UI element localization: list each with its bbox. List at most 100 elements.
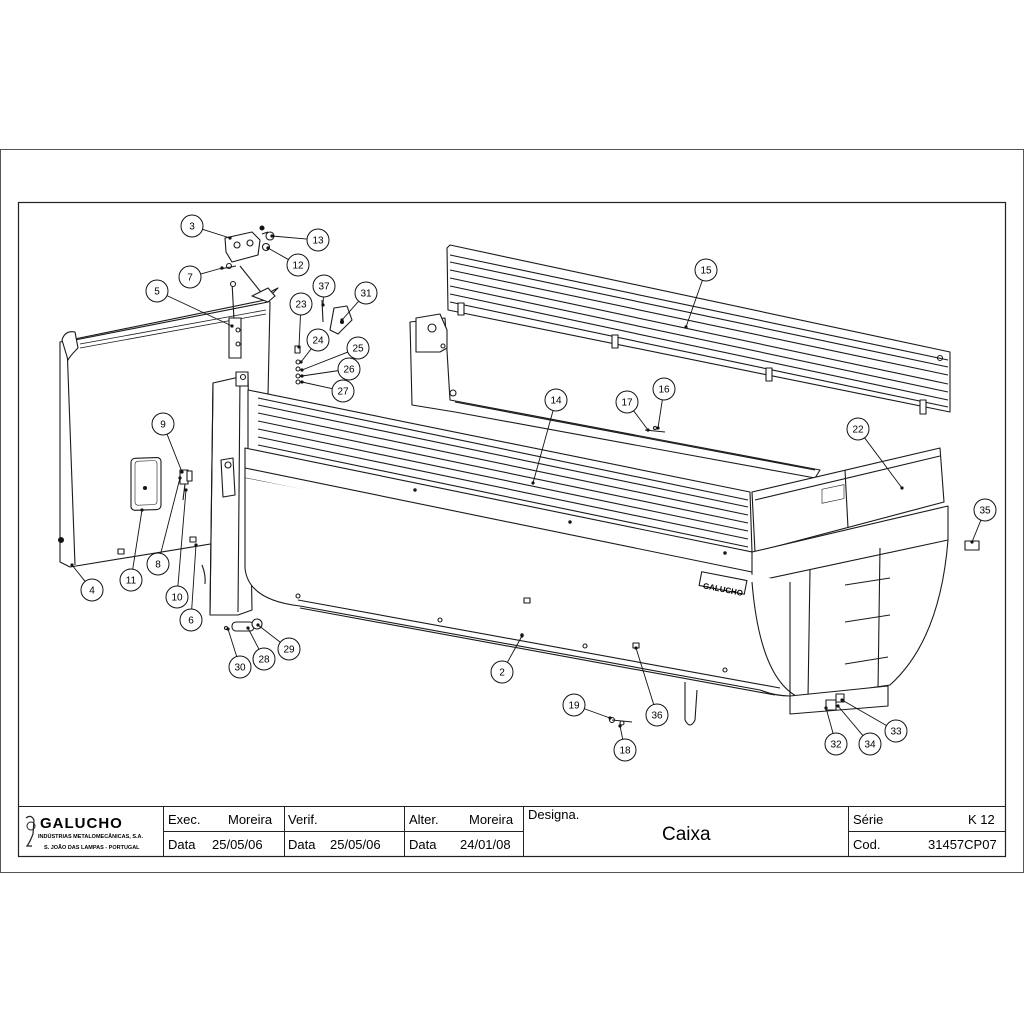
callout-25: 25 [300,336,370,372]
exec-label: Exec. [168,812,201,827]
callout-3: 3 [180,214,232,240]
callout-4: 4 [70,563,104,602]
callout-number: 11 [126,576,137,587]
serie-value: K 12 [968,812,995,827]
callout-leader [864,437,903,489]
callout-leader-dot [140,508,144,512]
callout-leader-dot [824,706,828,710]
callout-leader-dot [634,646,638,650]
callout-leader [635,647,655,705]
callout-number: 26 [343,365,355,376]
callout-leader [532,410,554,484]
callout-number: 22 [852,425,864,436]
callout-leader [298,314,301,348]
callout-18: 18 [613,724,637,762]
callout-bubble [286,253,310,277]
verif-date: 25/05/06 [330,837,381,852]
callout-bubble [252,647,276,671]
callout-leader [71,564,86,582]
callout-bubble [331,379,355,403]
rooster-logo-icon [25,815,35,847]
exec-value: Moreira [228,812,273,827]
callout-leader-dot [300,380,304,384]
callout-number: 8 [155,560,161,571]
callout-number: 28 [258,655,270,666]
callout-15: 15 [684,258,718,329]
callout-8: 8 [146,476,182,576]
callout-23: 23 [289,292,313,349]
callout-leader [685,280,703,328]
callout-leader-dot [184,488,188,492]
callout-7: 7 [178,265,224,289]
callout-bubble [80,578,104,602]
callout-number: 6 [188,616,194,627]
callout-bubble [180,214,204,238]
designation-value: Caixa [662,824,711,845]
callout-28: 28 [246,626,276,671]
callout-bubble [306,228,330,252]
callout-leader-dot [531,481,535,485]
callout-bubble [145,279,169,303]
callout-6: 6 [179,543,203,632]
callout-bubble [119,568,143,592]
callout-leader [166,295,233,327]
callout-leader [301,351,348,371]
callout-bubble [337,357,361,381]
callout-10: 10 [165,488,189,609]
exec-date: 25/05/06 [212,837,263,852]
callout-27: 27 [300,379,355,403]
callout-number: 7 [187,273,193,284]
callout-leader-dot [608,716,612,720]
callout-number: 18 [619,746,631,757]
callout-bubble [312,274,336,298]
callout-11: 11 [119,508,144,592]
callout-leader-dot [836,704,840,708]
callout-bubble [490,660,514,684]
callout-leader [257,624,281,643]
callout-number: 2 [499,668,505,679]
callout-24: 24 [299,328,330,364]
callout-leader-dot [256,623,260,627]
callout-leader-dot [840,698,844,702]
callout-37: 37 [312,274,336,307]
callout-leader [267,247,289,260]
callout-leader-dot [900,486,904,490]
front-wall [201,371,258,616]
callout-number: 36 [651,711,663,722]
callout-19: 19 [562,693,612,720]
callout-number: 3 [189,222,195,233]
company-subtitle: INDÚSTRIAS METALOMECÂNICAS, S.A. [38,833,143,840]
callout-leader-dot [270,234,274,238]
callout-bubble [858,732,882,756]
alter-value: Moreira [469,812,514,827]
exploded-view [57,225,980,726]
callout-bubble [562,693,586,717]
verif-label: Verif. [288,812,318,827]
callout-leader-dot [970,540,974,544]
callout-leader [506,635,523,663]
callout-34: 34 [836,704,882,756]
callout-2: 2 [490,634,524,684]
callout-leader-dot [70,563,74,567]
logo-mark [26,821,36,831]
callout-leader-dot [194,543,198,547]
callout-leader-dot [226,627,230,631]
callout-leader-dot [180,470,184,474]
callout-13: 13 [270,228,330,252]
callout-leader [177,489,187,587]
callout-leader [837,705,864,736]
callout-number: 31 [360,289,372,300]
callout-number: 35 [979,506,991,517]
callout-leader [202,228,231,239]
callout-bubble [178,265,202,289]
callout-leader-dot [618,724,622,728]
callout-26: 26 [300,357,361,381]
callout-number: 16 [658,385,670,396]
callout-30: 30 [226,627,252,679]
callout-leader [301,370,339,377]
callout-bubble [354,281,378,305]
callout-leader [841,699,887,726]
callout-leader-dot [656,426,660,430]
callout-number: 24 [312,336,324,347]
